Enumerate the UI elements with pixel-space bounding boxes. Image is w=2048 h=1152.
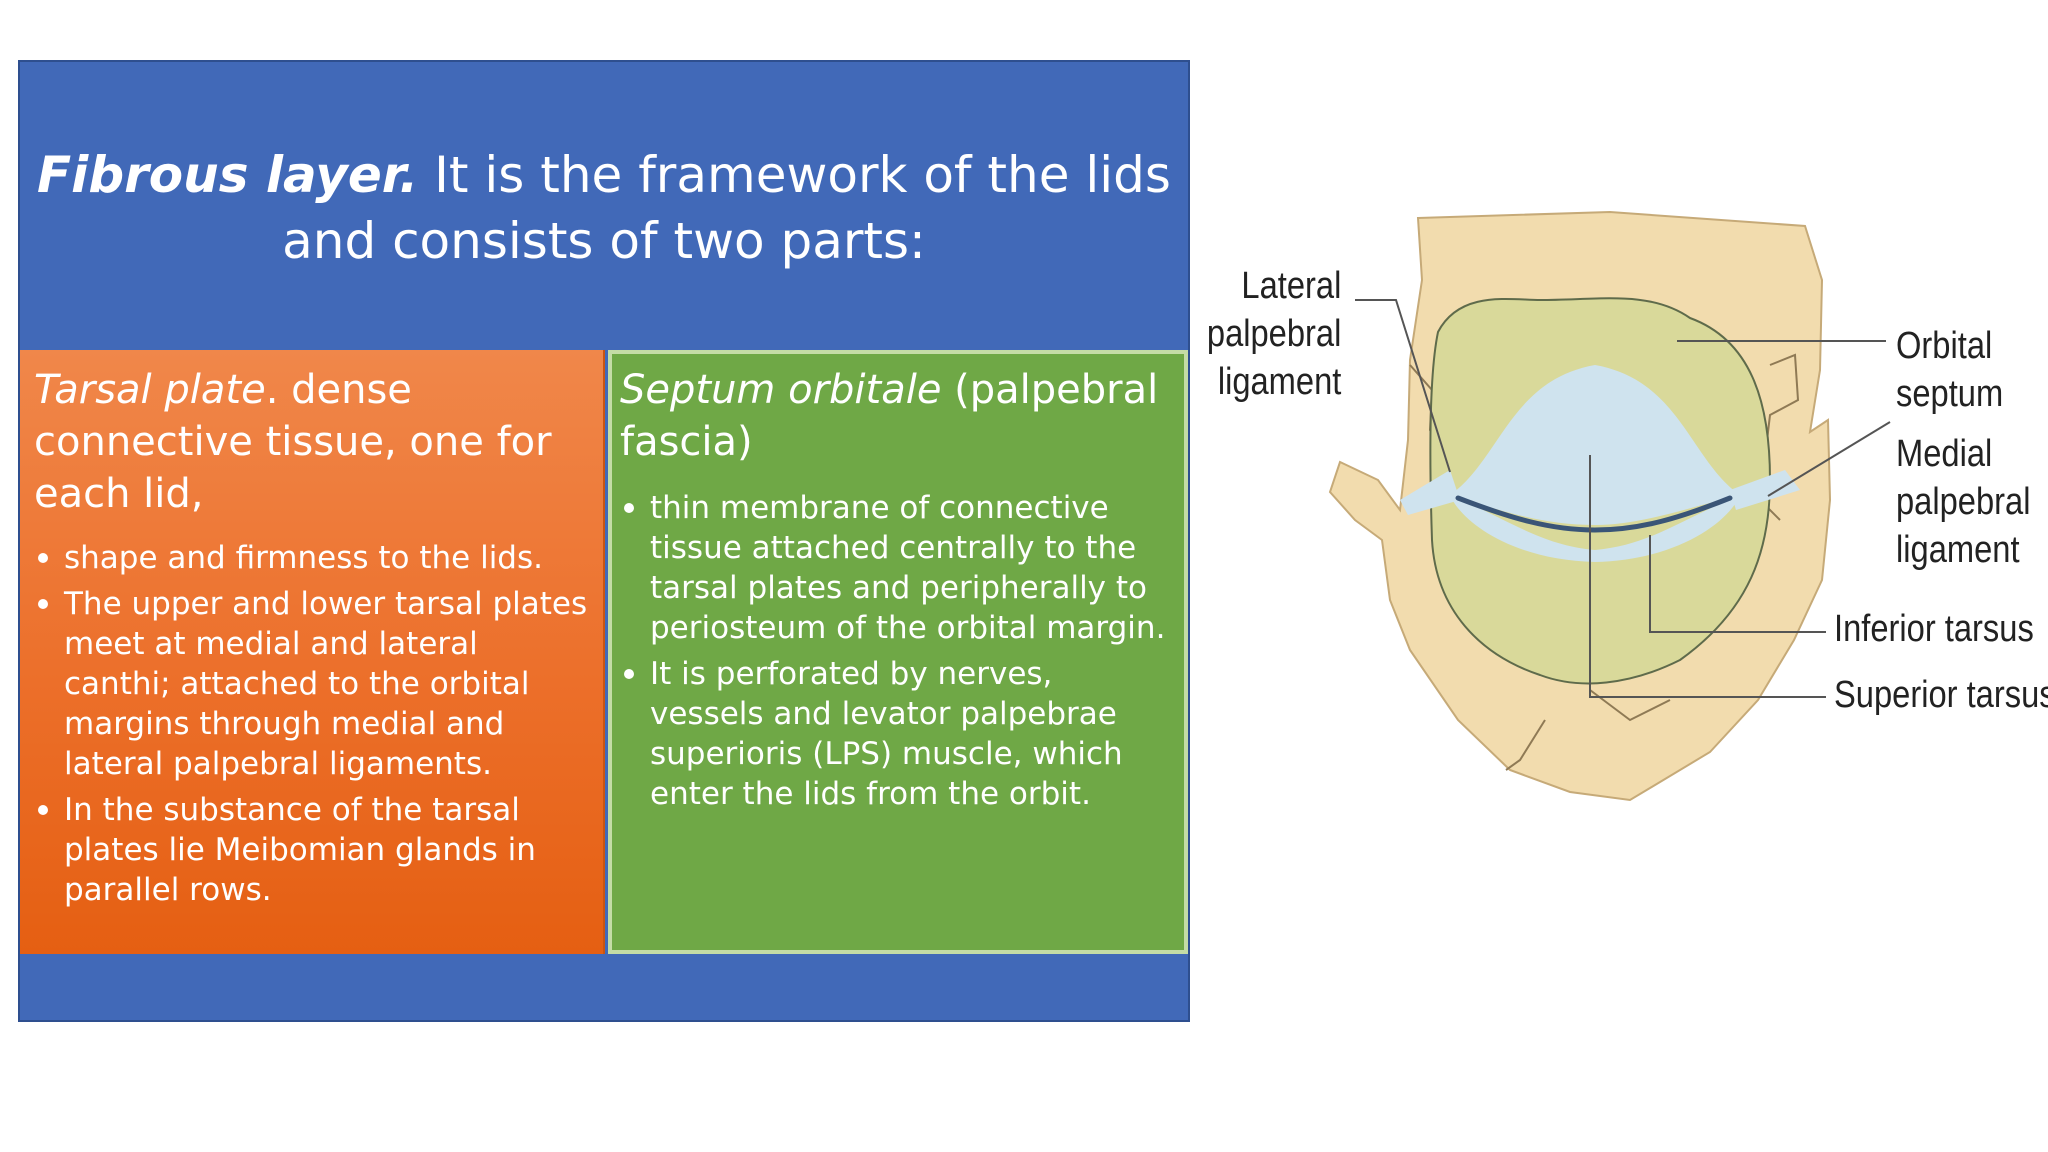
list-item: It is perforated by nerves, vessels and … (620, 654, 1174, 814)
leader-line-lateral (1355, 299, 1451, 473)
medial-palpebral-ligament (1730, 470, 1800, 510)
lateral-palpebral-ligament (1400, 470, 1460, 515)
septum-orbitale-panel: Septum orbitale (palpebral fascia) thin … (608, 350, 1188, 954)
label-lateral-palpebral-ligament: Lateral palpebral ligament (1206, 265, 1341, 403)
leader-line-medial (1767, 421, 1891, 497)
lid-margin (1455, 495, 1733, 533)
label-orbital-septum: Orbital septum (1896, 325, 2004, 415)
list-item: The upper and lower tarsal plates meet a… (34, 584, 593, 784)
label-medial-palpebral-ligament: Medial palpebral ligament (1896, 433, 2031, 571)
list-item: In the substance of the tarsal plates li… (34, 790, 593, 910)
septum-orbitale-bullets: thin membrane of connective tissue attac… (620, 488, 1174, 820)
leader-line-superior (1589, 455, 1826, 698)
eyelid-anatomy-illustration (1328, 210, 1891, 802)
title-rest: It is the framework of the lids and cons… (282, 146, 1171, 270)
label-superior-tarsus: Superior tarsus (1834, 674, 2048, 716)
list-item: thin membrane of connective tissue attac… (620, 488, 1174, 648)
bone-suture-line (1589, 689, 1671, 722)
slide-content-box: Fibrous layer. It is the framework of th… (18, 60, 1190, 1022)
septum-orbitale-heading: Septum orbitale (palpebral fascia) (620, 364, 1170, 468)
slide-title: Fibrous layer. It is the framework of th… (20, 142, 1188, 274)
tarsal-plate-panel: Tarsal plate. dense connective tissue, o… (20, 350, 605, 954)
septum-orbitale-term: Septum orbitale (620, 367, 942, 413)
inferior-tarsus (1450, 495, 1740, 562)
eyelid-anatomy-diagram: Lateral palpebral ligament Orbital septu… (1206, 200, 2048, 900)
label-inferior-tarsus: Inferior tarsus (1834, 608, 2034, 650)
tarsal-plate-definition: . dense connective tissue, one for each … (34, 367, 552, 517)
list-item: shape and firmness to the lids. (34, 538, 593, 578)
tarsal-plate-bullets: shape and firmness to the lids. The uppe… (34, 538, 593, 916)
septum-orbitale-definition: (palpebral fascia) (620, 367, 1159, 465)
superior-tarsus (1450, 365, 1740, 525)
tarsal-plate-heading: Tarsal plate. dense connective tissue, o… (34, 364, 589, 520)
leader-line-inferior (1649, 535, 1826, 633)
bone-suture-line (1505, 719, 1546, 771)
title-lead: Fibrous layer. (37, 146, 419, 204)
tarsal-plate-term: Tarsal plate (34, 367, 266, 413)
